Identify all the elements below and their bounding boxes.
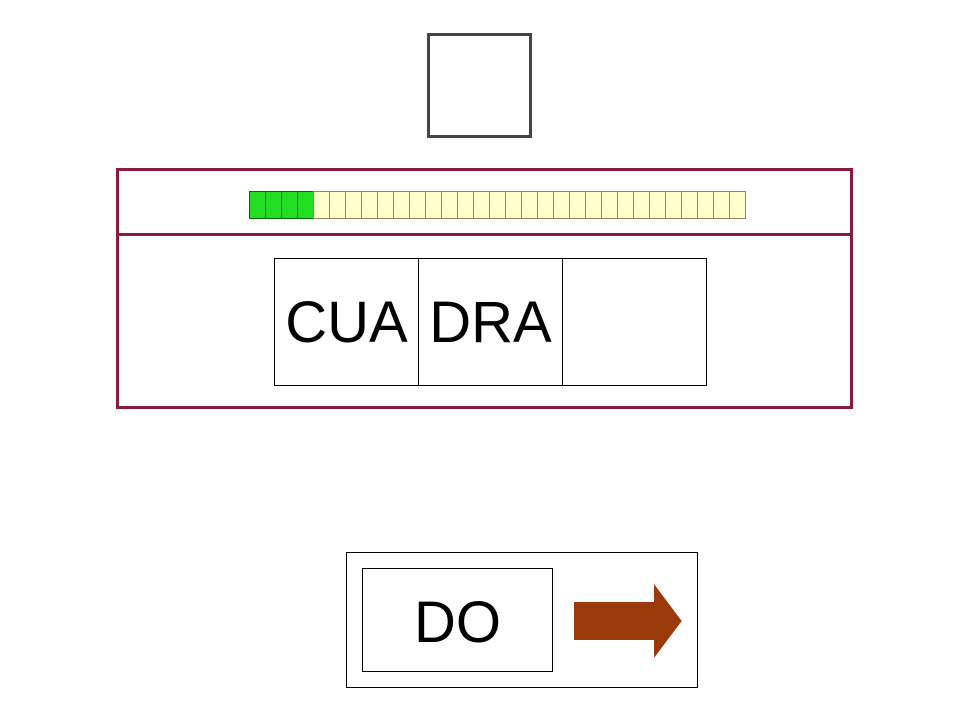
progress-cell-empty: [393, 191, 410, 219]
progress-bar: [249, 191, 746, 219]
progress-cell-empty: [713, 191, 730, 219]
progress-cell-empty: [649, 191, 666, 219]
progress-cell-filled: [249, 191, 266, 219]
progress-cell-empty: [553, 191, 570, 219]
progress-cell-empty: [665, 191, 682, 219]
progress-cell-empty: [729, 191, 746, 219]
answer-panel: DO: [346, 552, 698, 688]
syllable-slot-3[interactable]: [562, 258, 707, 386]
progress-cell-empty: [441, 191, 458, 219]
progress-cell-empty: [329, 191, 346, 219]
syllable-slot-2[interactable]: DRA: [418, 258, 563, 386]
empty-square-icon: [427, 33, 532, 138]
progress-cell-empty: [361, 191, 378, 219]
progress-cell-empty: [633, 191, 650, 219]
progress-cell-empty: [489, 191, 506, 219]
syllable-slot-1[interactable]: CUA: [274, 258, 419, 386]
progress-cell-empty: [425, 191, 442, 219]
progress-cell-filled: [281, 191, 298, 219]
progress-cell-empty: [697, 191, 714, 219]
progress-cell-empty: [601, 191, 618, 219]
progress-cell-empty: [585, 191, 602, 219]
progress-cell-empty: [681, 191, 698, 219]
board-divider: [119, 233, 850, 236]
progress-cell-empty: [409, 191, 426, 219]
progress-cell-empty: [457, 191, 474, 219]
progress-cell-empty: [521, 191, 538, 219]
word-board: CUA DRA: [116, 168, 853, 409]
right-arrow-icon[interactable]: [573, 581, 683, 661]
progress-cell-filled: [265, 191, 282, 219]
progress-cell-empty: [537, 191, 554, 219]
progress-cell-empty: [345, 191, 362, 219]
syllable-slots: CUA DRA: [274, 258, 707, 386]
progress-cell-empty: [505, 191, 522, 219]
answer-syllable-button[interactable]: DO: [362, 568, 553, 672]
progress-cell-empty: [473, 191, 490, 219]
progress-cell-empty: [569, 191, 586, 219]
progress-cell-empty: [377, 191, 394, 219]
progress-cell-empty: [313, 191, 330, 219]
progress-cell-filled: [297, 191, 314, 219]
progress-cell-empty: [617, 191, 634, 219]
